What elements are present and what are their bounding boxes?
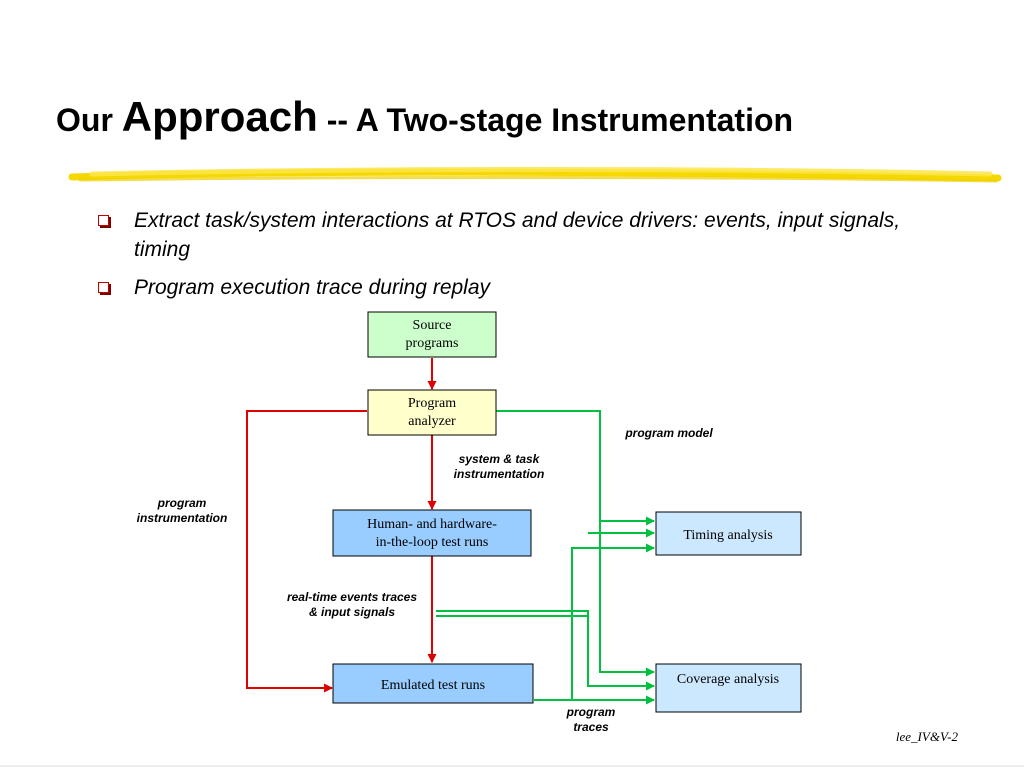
box-hil-line-2: in-the-loop test runs: [376, 535, 489, 550]
box-source-line-1: Source: [413, 318, 452, 333]
bullet-text: Extract task/system interactions at RTOS…: [134, 209, 901, 261]
label-realtime-line-2: & input signals: [309, 605, 395, 619]
box-analyzer-line-1: Program: [408, 396, 456, 411]
arrow-program-instrumentation: [246, 410, 367, 693]
title-underline-highlight: [68, 167, 1002, 183]
arrow-program-model: [496, 410, 655, 677]
bullet-item: Extract task/system interactions at RTOS…: [96, 206, 956, 264]
label-system-task-line-1: system & task: [459, 452, 541, 466]
title-part-3: -- A Two-stage Instrumentation: [317, 102, 794, 138]
box-analyzer-line-2: analyzer: [408, 414, 456, 429]
bullet-list: Extract task/system interactions at RTOS…: [96, 206, 956, 311]
box-timing-analysis: Timing analysis: [655, 511, 802, 556]
bullet-item: Program execution trace during replay: [96, 273, 956, 302]
box-source-programs: Source programs: [367, 311, 497, 358]
title-part-1: Our: [56, 102, 122, 138]
square-bullet-icon: [98, 282, 109, 293]
label-program-model: program model: [624, 426, 713, 440]
box-program-analyzer: Program analyzer: [367, 389, 497, 436]
bullet-text: Program execution trace during replay: [134, 276, 491, 299]
box-hil-line-1: Human- and hardware-: [367, 517, 497, 532]
slide-title: Our Approach -- A Two-stage Instrumentat…: [56, 96, 793, 138]
box-emulated-line-1: Emulated test runs: [381, 678, 485, 693]
label-program-traces-line-2: traces: [573, 720, 609, 734]
arrow-realtime-traces: [436, 610, 655, 691]
box-hil-test-runs: Human- and hardware- in-the-loop test ru…: [332, 509, 532, 557]
square-bullet-icon: [98, 215, 109, 226]
label-program-instrumentation-line-2: instrumentation: [137, 511, 228, 525]
label-program-traces-line-1: program: [566, 705, 616, 719]
label-program-instrumentation-line-1: program: [157, 496, 207, 510]
box-timing-line-1: Timing analysis: [683, 528, 772, 543]
label-realtime-line-1: real-time events traces: [287, 590, 417, 604]
box-coverage-analysis: Coverage analysis: [655, 663, 802, 713]
box-emulated-test-runs: Emulated test runs: [332, 663, 534, 704]
slide-footer: lee_IV&V-2: [896, 729, 959, 744]
arrow-program-traces: [534, 543, 655, 701]
box-coverage-line-1: Coverage analysis: [677, 672, 779, 687]
label-system-task-line-2: instrumentation: [454, 467, 545, 481]
title-part-2: Approach: [121, 93, 318, 140]
box-source-line-2: programs: [406, 336, 459, 351]
